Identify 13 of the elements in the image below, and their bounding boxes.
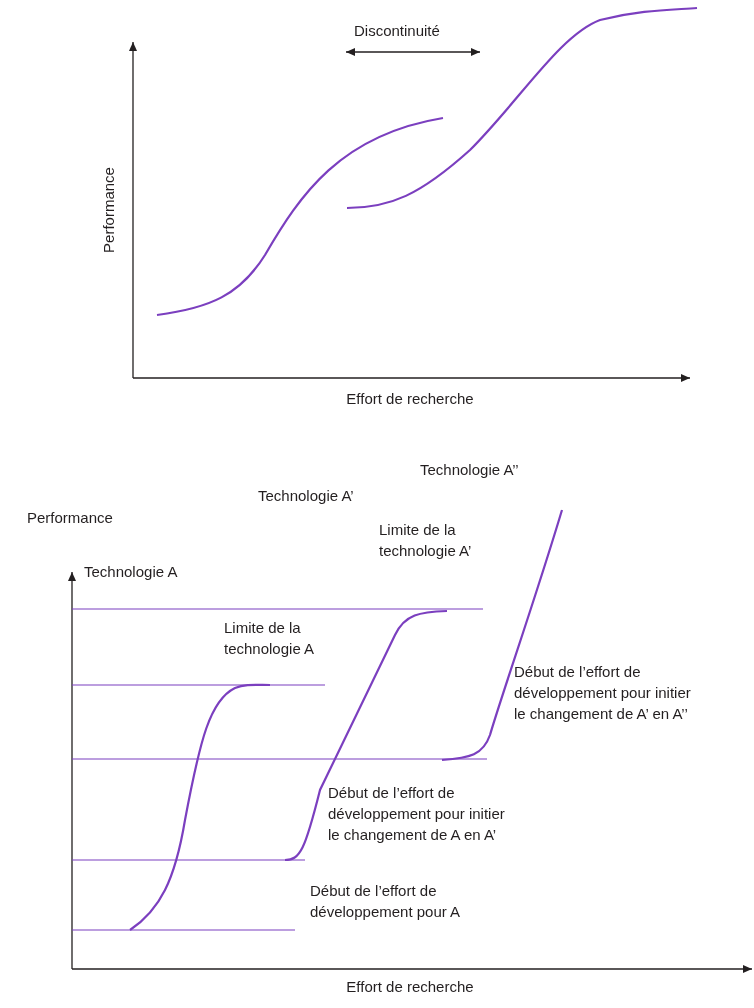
- annotation-label: Début de l’effort de développement pour initier le changement de A’ en A’’: [514, 662, 692, 724]
- annotation-label: Début de l’effort de développement pour A: [310, 881, 462, 922]
- annotation-label: Limite de la technologie A’: [379, 520, 473, 561]
- annotation-label: Début de l’effort de développement pour initier le changement de A en A’: [328, 783, 506, 845]
- axis-label: Performance: [98, 167, 118, 253]
- axis-label: Performance: [27, 508, 113, 528]
- axis-label: Effort de recherche: [346, 389, 474, 409]
- curve-label: Technologie A’’: [420, 460, 519, 480]
- curve-label: Technologie A’: [258, 486, 354, 506]
- dimension-label: Discontinuité: [354, 21, 440, 41]
- curve-label: Technologie A: [84, 562, 178, 582]
- annotation-label: Limite de la technologie A: [224, 618, 316, 659]
- axis-label: Effort de recherche: [346, 977, 474, 997]
